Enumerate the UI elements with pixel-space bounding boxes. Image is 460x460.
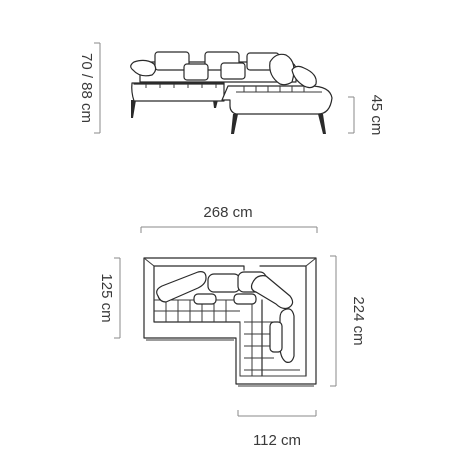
chaise-base bbox=[221, 85, 333, 115]
corner-frame bbox=[143, 257, 317, 267]
depth-left-dimension: 125 cm bbox=[98, 257, 121, 339]
height-dimension: 70 / 88 cm bbox=[78, 42, 101, 134]
top-pillow-2 bbox=[233, 293, 257, 305]
seat-tufting bbox=[145, 84, 217, 88]
top-back-cushion-1 bbox=[207, 273, 241, 293]
armrest-left bbox=[130, 59, 157, 77]
chaise-width-label: 112 cm bbox=[253, 432, 301, 449]
sofa-front-view bbox=[130, 51, 333, 134]
depth-left-label: 125 cm bbox=[98, 273, 115, 322]
armrest-right bbox=[269, 53, 295, 86]
sofa-shadow-line bbox=[146, 339, 314, 387]
back-cushion-1 bbox=[154, 51, 190, 71]
side-cushion-right bbox=[279, 308, 295, 363]
seat-height-dimension: 45 cm bbox=[348, 95, 385, 136]
corner-cushion bbox=[250, 275, 294, 310]
leg-chaise-left bbox=[231, 114, 238, 134]
depth-right-label: 224 cm bbox=[350, 296, 367, 345]
throw-pillow-2 bbox=[220, 62, 246, 80]
chaise-inner-lines bbox=[239, 322, 306, 377]
chaise-width-dimension: 112 cm bbox=[237, 410, 317, 449]
top-pillow-3 bbox=[269, 321, 283, 353]
leg-front-left bbox=[131, 100, 136, 118]
chaise-tufting bbox=[236, 86, 322, 93]
sofa-top-view bbox=[143, 257, 317, 387]
throw-pillow-1 bbox=[183, 63, 209, 81]
leg-front-mid bbox=[213, 100, 218, 108]
seat-grid-chaise bbox=[244, 300, 300, 376]
depth-right-dimension: 224 cm bbox=[330, 255, 367, 387]
leg-chaise-right bbox=[318, 114, 326, 134]
sofa-base bbox=[131, 82, 225, 102]
seat-height-label: 45 cm bbox=[368, 95, 385, 136]
height-label: 70 / 88 cm bbox=[78, 53, 95, 123]
armrest-right-roll bbox=[291, 65, 317, 89]
width-label: 268 cm bbox=[203, 204, 252, 221]
side-cushion-left bbox=[156, 271, 207, 303]
width-dimension: 268 cm bbox=[140, 204, 318, 233]
top-pillow-1 bbox=[193, 293, 217, 305]
